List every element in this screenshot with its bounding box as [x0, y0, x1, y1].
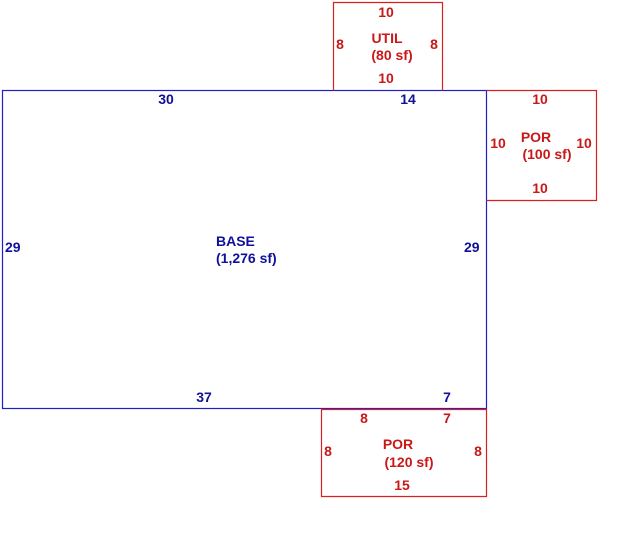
util-dim-top: 10 [378, 4, 394, 20]
util-name: UTIL [371, 30, 403, 46]
util-dim-left: 8 [336, 36, 344, 52]
porch-east-area: (100 sf) [522, 146, 571, 162]
porch-south-dim-right: 8 [474, 443, 482, 459]
base-dim-left: 29 [5, 239, 21, 255]
porch-south-dim-top-left: 8 [360, 410, 368, 426]
base-area: (1,276 sf) [216, 250, 277, 266]
porch-east-dim-top: 10 [532, 91, 548, 107]
porch-south-area: (120 sf) [384, 454, 433, 470]
base-dim-top-right: 14 [400, 91, 416, 107]
porch-east-name: POR [521, 129, 551, 145]
porch-east-dim-left: 10 [490, 135, 506, 151]
util-outline [332, 1, 444, 91]
porch-south-dim-top-right: 7 [443, 410, 451, 426]
base-dim-bottom-left: 37 [196, 389, 212, 405]
base-name: BASE [216, 233, 255, 249]
base-dim-bottom-right: 7 [443, 389, 451, 405]
porch-south-dim-bottom: 15 [394, 477, 410, 493]
util-dim-right: 8 [430, 36, 438, 52]
porch-east-dim-bottom: 10 [532, 180, 548, 196]
porch-south-outline [320, 408, 488, 498]
porch-south-dim-left: 8 [324, 443, 332, 459]
base-dim-right: 29 [464, 239, 480, 255]
porch-east-dim-right: 10 [576, 135, 592, 151]
util-dim-bottom: 10 [378, 70, 394, 86]
porch-south-name: POR [383, 436, 413, 452]
porch-east-outline [486, 89, 598, 202]
base-dim-top-left: 30 [158, 91, 174, 107]
util-area: (80 sf) [371, 47, 412, 63]
base-outline [1, 89, 488, 410]
